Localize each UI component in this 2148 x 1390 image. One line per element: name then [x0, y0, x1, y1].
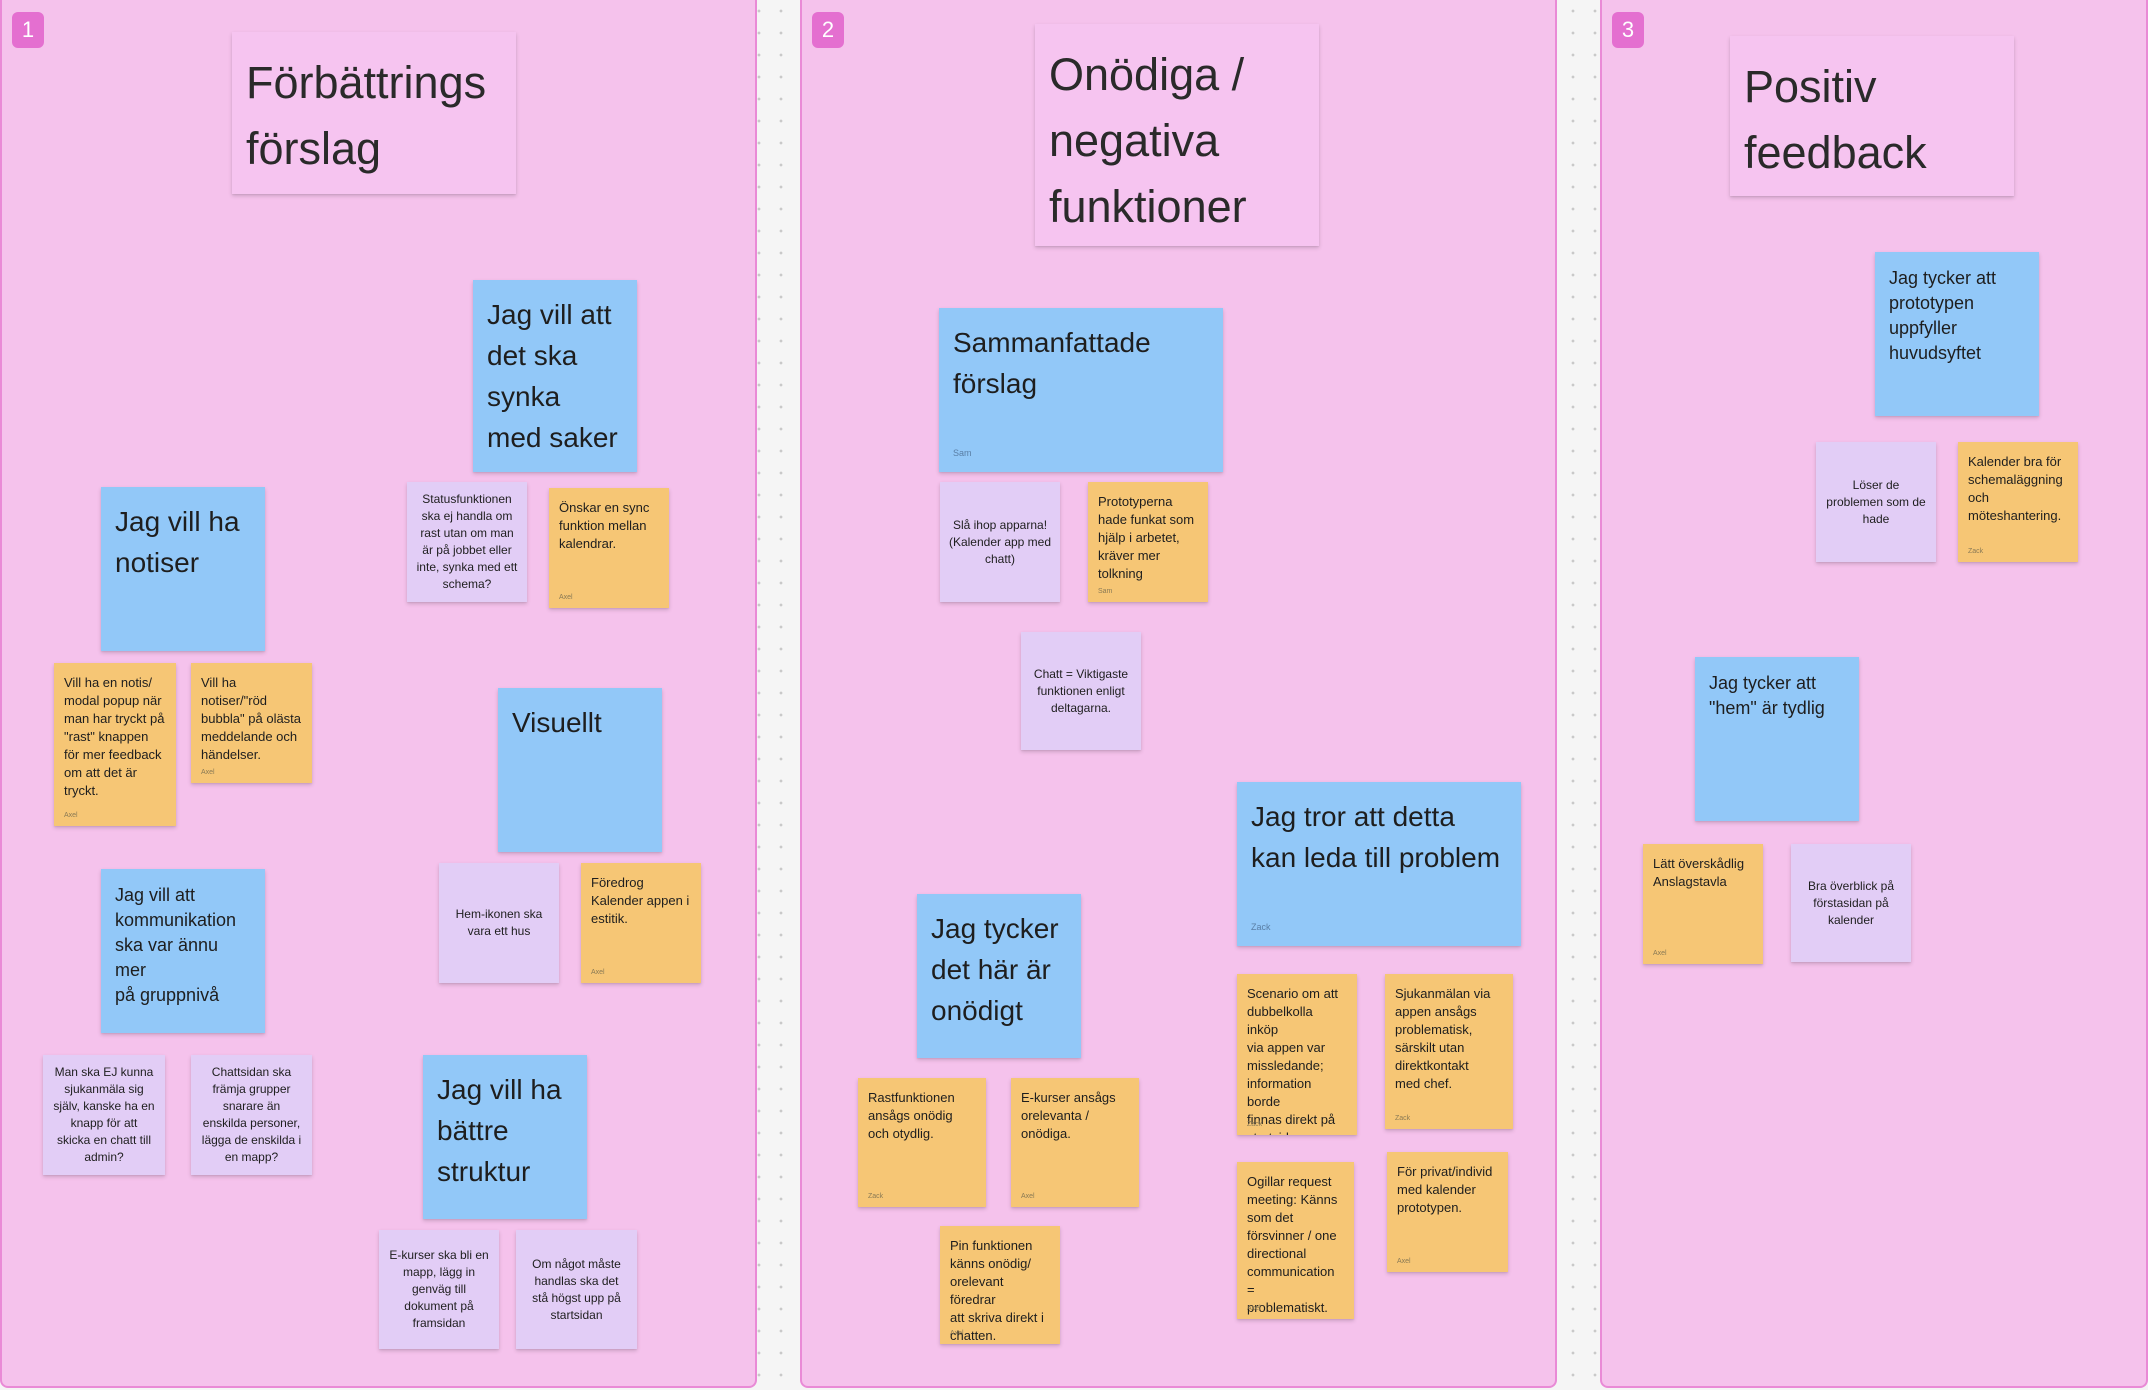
sticky-note[interactable]: Föredrog Kalender appen i estitik. Axel	[581, 863, 701, 983]
sticky-note[interactable]: Rastfunktionen ansågs onödig och otydlig…	[858, 1078, 986, 1207]
section-3: 3	[1600, 0, 2148, 1388]
sticky-author: Zack	[1968, 548, 1984, 555]
sticky-text: Scenario om att dubbelkolla inköp via ap…	[1247, 986, 1339, 1135]
sticky-note[interactable]: Jag vill att det ska synka med saker	[473, 280, 637, 472]
sticky-text: Bra överblick på förstasidan på kalender	[1807, 878, 1895, 927]
sticky-note[interactable]: Jag vill ha notiser	[101, 487, 265, 651]
sticky-text: Chattsidan ska främja grupper snarare än…	[201, 1065, 302, 1164]
sticky-text: Prototyperna hade funkat som hjälp i arb…	[1098, 494, 1195, 581]
sticky-text: Jag vill ha bättre struktur	[437, 1074, 562, 1187]
sticky-note[interactable]: Statusfunktionen ska ej handla om rast u…	[407, 482, 527, 602]
sticky-note[interactable]: Ogillar request meeting: Känns som det f…	[1237, 1162, 1354, 1319]
section-title-text: Positiv feedback	[1744, 61, 1927, 178]
sticky-text: Lätt överskådlig Anslagstavla	[1653, 856, 1745, 889]
sticky-note[interactable]: Jag tror att detta kan leda till problem…	[1237, 782, 1521, 946]
sticky-text: Chatt = Viktigaste funktionen enligt del…	[1033, 666, 1129, 715]
sticky-text: Löser de problemen som de hade	[1826, 477, 1926, 526]
sticky-note[interactable]: Hem-ikonen ska vara ett hus	[439, 863, 559, 983]
sticky-note[interactable]: Önskar en sync funktion mellan kalendrar…	[549, 488, 669, 608]
sticky-author: Axel	[64, 812, 78, 819]
sticky-text: Pin funktionen känns onödig/ orelevant f…	[950, 1238, 1044, 1343]
sticky-note[interactable]: Scenario om att dubbelkolla inköp via ap…	[1237, 974, 1357, 1135]
sticky-note[interactable]: Löser de problemen som de hade	[1816, 442, 1936, 562]
sticky-text: E-kurser ansågs orelevanta / onödiga.	[1021, 1090, 1116, 1141]
sticky-note[interactable]: Visuellt	[498, 688, 662, 852]
sticky-note[interactable]: E-kurser ansågs orelevanta / onödiga. Ax…	[1011, 1078, 1139, 1207]
sticky-text: Om något måste handlas ska det stå högst…	[532, 1256, 621, 1322]
sticky-note[interactable]: Chattsidan ska främja grupper snarare än…	[191, 1055, 312, 1175]
sticky-note[interactable]: Sjukanmälan via appen ansågs problematis…	[1385, 974, 1513, 1129]
sticky-text: Jag vill ha notiser	[115, 506, 240, 578]
sticky-text: Statusfunktionen ska ej handla om rast u…	[416, 492, 518, 591]
sticky-note[interactable]: Vill ha en notis/ modal popup när man ha…	[54, 663, 176, 826]
sticky-note[interactable]: Kalender bra för schemaläggning och möte…	[1958, 442, 2078, 562]
section-number-badge[interactable]: 1	[12, 12, 44, 48]
sticky-note[interactable]: Jag tycker att prototypen uppfyller huvu…	[1875, 252, 2039, 416]
sticky-note[interactable]: Jag vill att kommunikation ska var ännu …	[101, 869, 265, 1033]
sticky-author: Zack	[1247, 1121, 1263, 1128]
section-number-badge[interactable]: 2	[812, 12, 844, 48]
sticky-text: Rastfunktionen ansågs onödig och otydlig…	[868, 1090, 955, 1141]
sticky-author: Axel	[1247, 1305, 1261, 1312]
sticky-text: Kalender bra för schemaläggning och möte…	[1968, 454, 2063, 523]
sticky-author: Zack	[1251, 922, 1271, 932]
sticky-author: Axel	[1021, 1193, 1035, 1200]
sticky-text: Jag tycker det här är onödigt	[931, 913, 1059, 1026]
sticky-note[interactable]: Vill ha notiser/"röd bubbla" på olästa m…	[191, 663, 312, 783]
sticky-note[interactable]: E-kurser ska bli en mapp, lägg in genväg…	[379, 1230, 499, 1349]
sticky-note[interactable]: Prototyperna hade funkat som hjälp i arb…	[1088, 482, 1208, 602]
sticky-note[interactable]: Jag tycker att "hem" är tydlig	[1695, 657, 1859, 821]
sticky-note[interactable]: Jag tycker det här är onödigt	[917, 894, 1081, 1058]
sticky-text: Vill ha en notis/ modal popup när man ha…	[64, 675, 165, 798]
sticky-author: Axel	[950, 1330, 964, 1337]
sticky-note[interactable]: Slå ihop apparna! (Kalender app med chat…	[940, 482, 1060, 602]
section-number-badge[interactable]: 3	[1612, 12, 1644, 48]
sticky-text: Slå ihop apparna! (Kalender app med chat…	[948, 517, 1052, 566]
section-title[interactable]: Positiv feedback	[1730, 36, 2014, 196]
sticky-text: Vill ha notiser/"röd bubbla" på olästa m…	[201, 675, 302, 762]
sticky-author: Axel	[559, 594, 573, 601]
sticky-text: Jag tycker att "hem" är tydlig	[1709, 673, 1825, 718]
sticky-text: Jag tror att detta kan leda till problem	[1251, 801, 1501, 873]
sticky-text: För privat/individ med kalender prototyp…	[1397, 1164, 1493, 1215]
sticky-text: Visuellt	[512, 707, 602, 738]
sticky-text: Hem-ikonen ska vara ett hus	[455, 907, 543, 938]
sticky-author: Axel	[201, 769, 215, 776]
sticky-author: Axel	[1653, 950, 1667, 957]
sticky-text: Föredrog Kalender appen i estitik.	[591, 875, 690, 926]
sticky-note[interactable]: Man ska EJ kunna sjukanmäla sig själv, k…	[43, 1055, 165, 1175]
sticky-text: Jag vill att kommunikation ska var ännu …	[115, 885, 237, 1005]
sticky-note[interactable]: Chatt = Viktigaste funktionen enligt del…	[1021, 632, 1141, 750]
section-title-text: Förbättrings förslag	[246, 57, 487, 174]
sticky-text: Ogillar request meeting: Känns som det f…	[1247, 1174, 1338, 1315]
sticky-note[interactable]: Pin funktionen känns onödig/ orelevant f…	[940, 1226, 1060, 1344]
sticky-text: Sjukanmälan via appen ansågs problematis…	[1395, 986, 1491, 1091]
sticky-text: Man ska EJ kunna sjukanmäla sig själv, k…	[53, 1065, 155, 1164]
section-title[interactable]: Onödiga / negativa funktioner	[1035, 24, 1319, 246]
sticky-author: Sam	[1098, 588, 1113, 595]
sticky-note[interactable]: Jag vill ha bättre struktur	[423, 1055, 587, 1219]
sticky-author: Axel	[591, 969, 605, 976]
sticky-note[interactable]: Bra överblick på förstasidan på kalender	[1791, 844, 1911, 962]
sticky-author: Zack	[868, 1193, 884, 1200]
section-title[interactable]: Förbättrings förslag	[232, 32, 516, 194]
sticky-note[interactable]: Lätt överskådlig Anslagstavla Axel	[1643, 844, 1763, 964]
sticky-text: Jag vill att det ska synka med saker	[487, 299, 618, 453]
sticky-note[interactable]: Om något måste handlas ska det stå högst…	[516, 1230, 637, 1349]
sticky-text: E-kurser ska bli en mapp, lägg in genväg…	[389, 1248, 489, 1330]
sticky-author: Axel	[1397, 1258, 1411, 1265]
sticky-author: Zack	[1395, 1115, 1411, 1122]
sticky-text: Önskar en sync funktion mellan kalendrar…	[559, 500, 650, 551]
sticky-note[interactable]: För privat/individ med kalender prototyp…	[1387, 1152, 1508, 1272]
sticky-text: Sammanfattade förslag	[953, 327, 1151, 399]
section-title-text: Onödiga / negativa funktioner	[1049, 49, 1247, 232]
sticky-author: Sam	[953, 448, 972, 458]
sticky-note[interactable]: Sammanfattade förslag Sam	[939, 308, 1223, 472]
sticky-text: Jag tycker att prototypen uppfyller huvu…	[1889, 268, 1997, 363]
